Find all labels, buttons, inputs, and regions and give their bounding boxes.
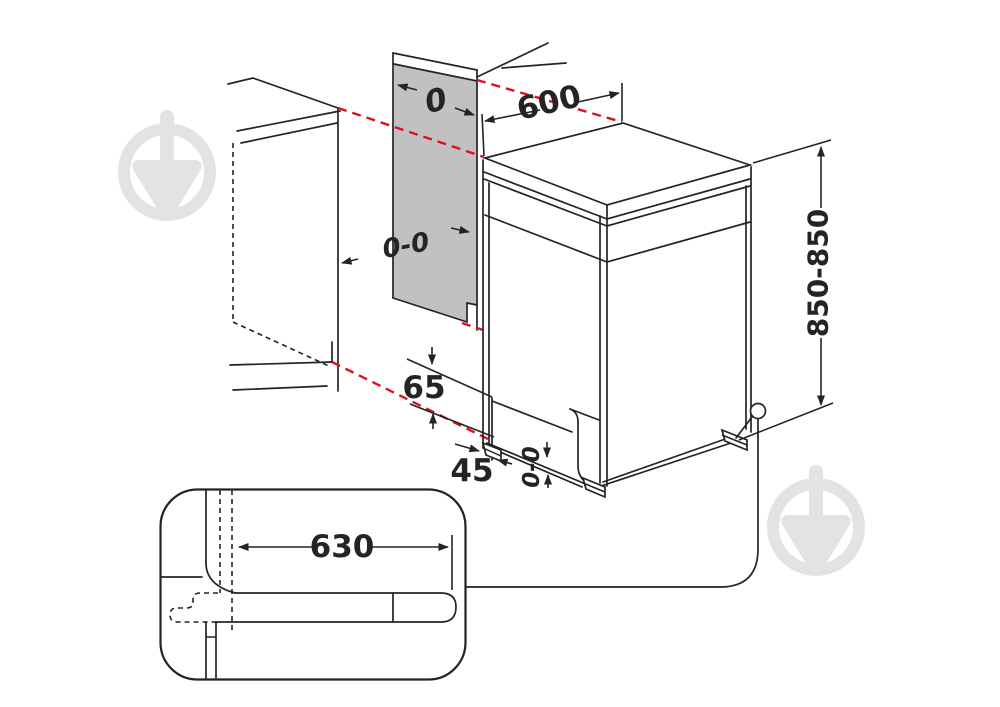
watermark-logo-icon — [118, 110, 216, 221]
inset-frame — [159, 488, 467, 681]
dimension-label-width: 600 — [513, 78, 584, 128]
dishwasher — [481, 122, 753, 499]
dimension-plinth-clearance: 65 — [402, 347, 495, 438]
worktop-back-edge — [476, 42, 567, 78]
hose-connection-point — [749, 402, 767, 420]
drain-hose — [463, 402, 767, 588]
dimension-leveling-feet: 0-0 — [519, 442, 552, 488]
dimension-hose-distance: 630 — [238, 529, 453, 590]
dimension-label-plinth-clearance: 65 — [402, 370, 445, 406]
dimension-height: 850-850 — [738, 139, 835, 441]
side-panel — [392, 52, 478, 331]
dimension-label-leveling-feet: 0-0 — [519, 446, 545, 488]
dimension-foot-offset: 45 — [450, 443, 513, 489]
hose-detail-inset: 630 — [159, 488, 467, 681]
dimension-label-hose-distance: 630 — [310, 529, 375, 565]
alignment-guides — [331, 78, 623, 443]
leveling-foot — [720, 428, 748, 452]
kitchen-cabinet — [227, 77, 341, 392]
dimension-label-height: 850-850 — [802, 209, 835, 338]
leveling-foot — [581, 476, 606, 499]
watermark-logo-icon — [767, 465, 865, 576]
dimension-label-foot-offset: 45 — [450, 453, 493, 489]
